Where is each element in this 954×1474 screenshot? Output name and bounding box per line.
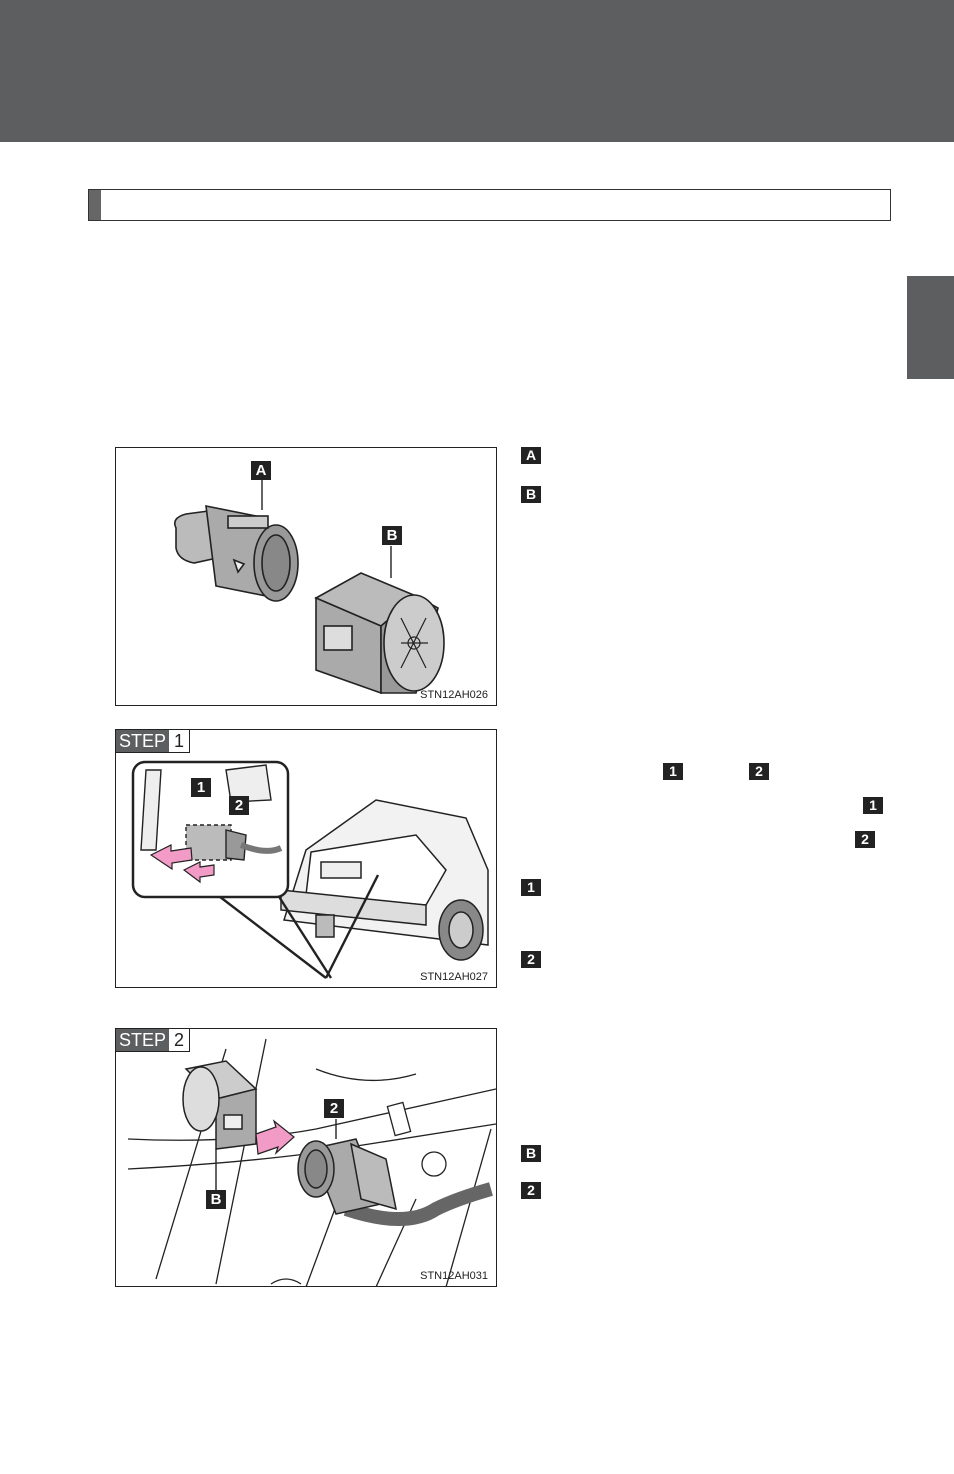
figure-code: STN12AH027 xyxy=(420,971,488,983)
side-label-2-step2: 2 xyxy=(521,1182,541,1199)
step-number: 1 xyxy=(169,730,190,752)
side-label-1: 1 xyxy=(521,879,541,896)
label-a: A xyxy=(251,461,271,480)
step-badge: STEP 1 xyxy=(116,730,191,753)
label-b: B xyxy=(382,526,402,545)
label-2: 2 xyxy=(229,796,249,815)
side-label-2: 2 xyxy=(521,951,541,968)
connectors-illustration xyxy=(173,480,445,695)
figure-step-2: STEP 2 xyxy=(115,1028,497,1287)
figure-step-1: STEP 1 xyxy=(115,729,497,988)
inline-label-2: 2 xyxy=(749,763,769,780)
inline-label-1-end: 1 xyxy=(863,797,883,814)
step-word: STEP xyxy=(116,730,170,752)
label-2: 2 xyxy=(324,1099,344,1118)
side-label-b-step2: B xyxy=(521,1145,541,1162)
figure-connectors: A B STN12AH026 xyxy=(115,447,497,706)
inline-label-2-end: 2 xyxy=(855,831,875,848)
section-title-marker xyxy=(89,190,101,220)
step-word: STEP xyxy=(116,1029,170,1051)
step-badge: STEP 2 xyxy=(116,1029,191,1052)
connect-connectors-illustration xyxy=(127,1038,496,1286)
vehicle-connector-illustration xyxy=(131,760,489,979)
section-title-bar xyxy=(88,189,891,221)
side-label-b: B xyxy=(521,486,541,503)
step-number: 2 xyxy=(169,1029,190,1051)
label-1: 1 xyxy=(191,778,211,797)
side-label-a: A xyxy=(521,447,541,464)
label-b: B xyxy=(206,1190,226,1209)
chapter-side-tab xyxy=(907,276,954,379)
page-header-bar xyxy=(0,0,954,142)
inline-label-1: 1 xyxy=(663,763,683,780)
figure-code: STN12AH026 xyxy=(420,689,488,701)
figure-code: STN12AH031 xyxy=(420,1270,488,1282)
